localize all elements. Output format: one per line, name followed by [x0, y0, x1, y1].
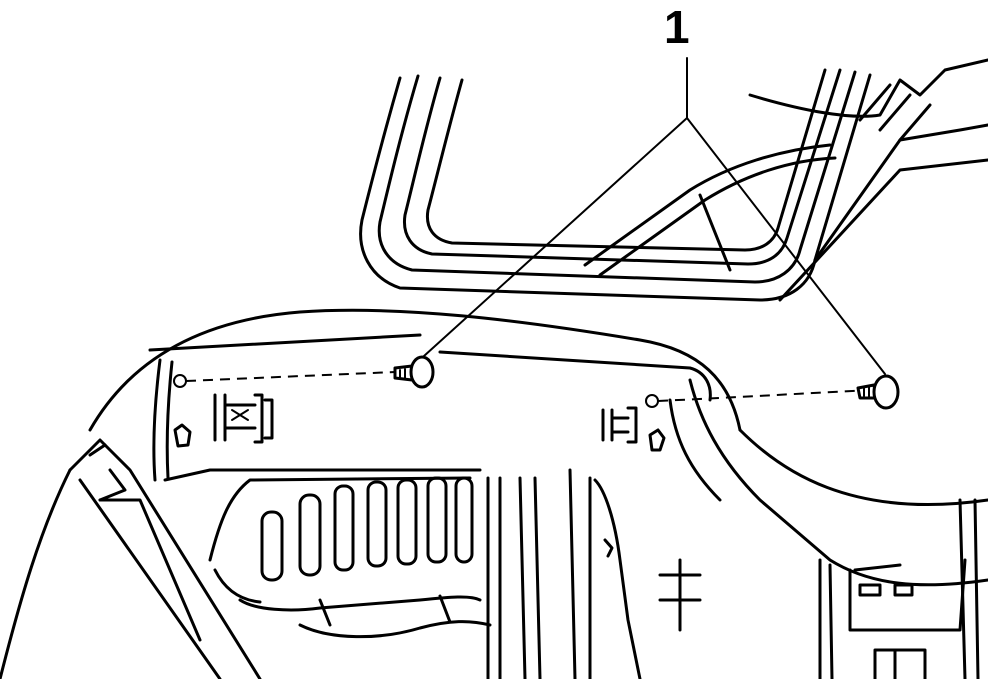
body-panel	[88, 308, 988, 587]
callout-leaders	[423, 57, 886, 375]
install-line-right	[657, 389, 871, 402]
bracket-right	[601, 406, 666, 452]
upper-right-panel	[748, 58, 988, 302]
window-frame	[359, 68, 872, 302]
left-pillar	[0, 438, 262, 679]
fastener-left	[393, 355, 435, 389]
mount-hole-right	[645, 394, 659, 408]
center-post	[486, 468, 702, 679]
grille	[208, 476, 492, 639]
install-line-left	[185, 371, 396, 382]
callout-number: 1	[664, 1, 690, 53]
bracket-left	[173, 393, 274, 448]
window-opening	[583, 143, 837, 277]
fastener-right	[856, 374, 900, 410]
mount-hole-left	[173, 374, 187, 388]
lower-right-frame	[818, 498, 980, 679]
